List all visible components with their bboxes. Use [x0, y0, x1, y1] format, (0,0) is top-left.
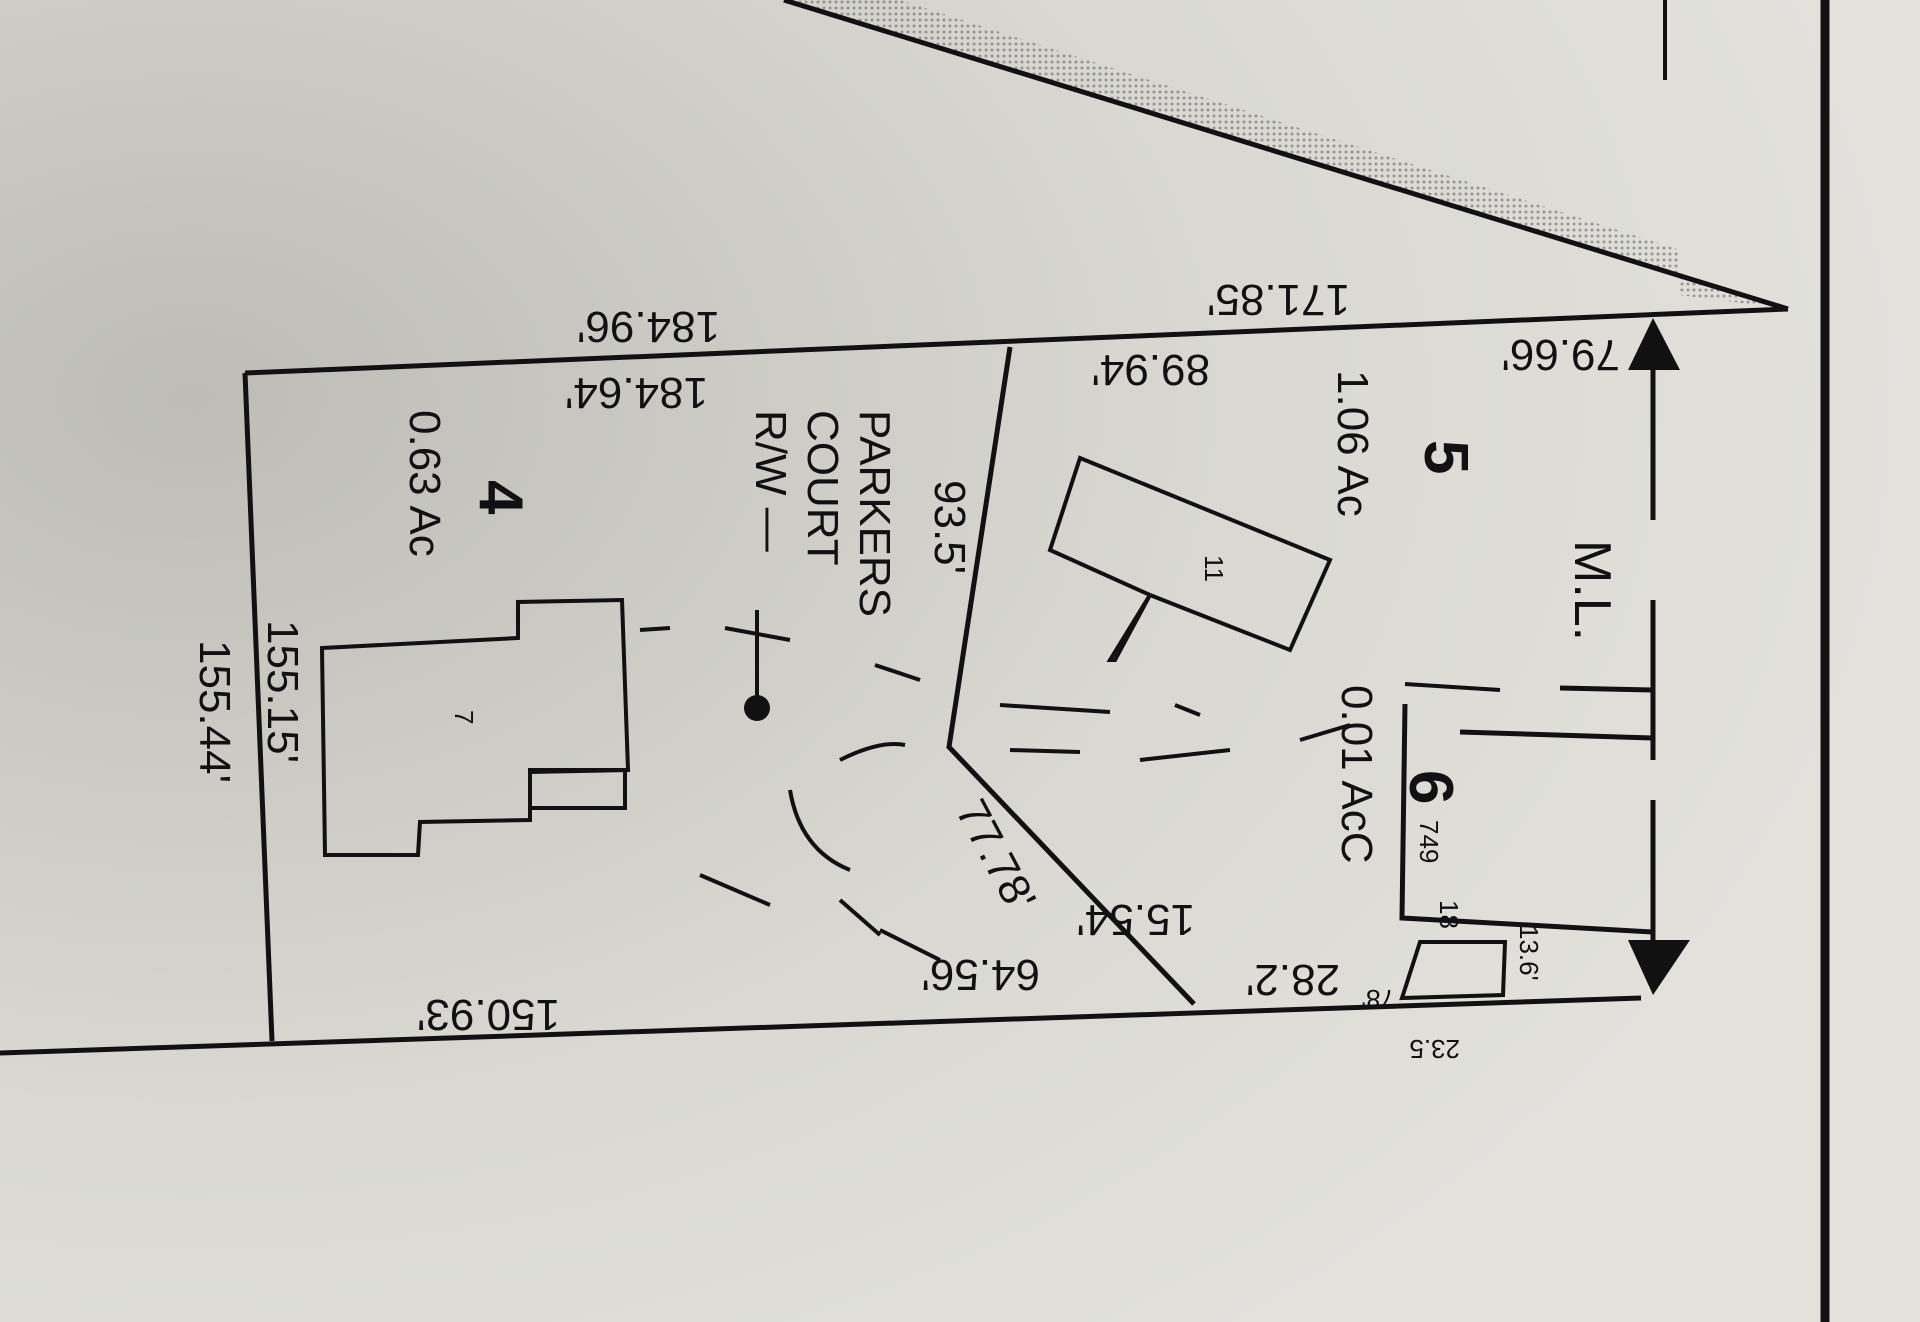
- lot6-number: 6: [1396, 770, 1465, 804]
- lot4-area: 0.63 Ac: [400, 410, 449, 557]
- label-top-right: 171.85': [1207, 275, 1350, 324]
- label-row-width: 93.5': [925, 480, 974, 574]
- lot4-house-number: 7: [449, 710, 479, 724]
- label-top-outer: 184.96': [577, 302, 720, 351]
- lot4-garage: [528, 768, 627, 810]
- label-small-b: 78': [1361, 984, 1395, 1014]
- label-lot5-top: 89.94': [1091, 345, 1210, 394]
- lot4-left-boundary: [242, 372, 275, 1042]
- lot5-house-number: 11: [1199, 555, 1229, 582]
- road-name-line1: PARKERS: [850, 410, 899, 617]
- arrow-up-icon: [1628, 318, 1680, 370]
- diagonal-boundary: [783, 0, 1789, 312]
- bottom-boundary: [0, 995, 1642, 1056]
- arrow-down-icon: [1628, 940, 1690, 995]
- ml-label: M.L.: [1563, 540, 1621, 641]
- ml-tick: [1459, 729, 1654, 741]
- driveway-marks: [639, 626, 1501, 962]
- lot5-area: 1.06 Ac: [1328, 370, 1377, 517]
- lot5-house: [1047, 455, 1333, 662]
- road-name-line2: COURT: [798, 410, 847, 566]
- label-small-a: 13.6': [1514, 925, 1544, 981]
- label-small-e: 749: [1414, 820, 1444, 863]
- label-top-inner: 184.64': [565, 368, 708, 417]
- label-lot6-bottom: 28.2': [1246, 955, 1340, 1004]
- road-name-line3: R/W —: [746, 410, 795, 552]
- ml-tick: [1559, 685, 1654, 693]
- label-lot6-side: 15.54': [1076, 895, 1195, 944]
- label-bottom-left: 150.93': [417, 990, 560, 1039]
- label-bottom-mid: 64.56': [921, 950, 1040, 999]
- lot6-shed: [1399, 940, 1508, 1001]
- lot4-lot5-divider: [946, 346, 1196, 1006]
- label-small-d: 18: [1434, 900, 1464, 929]
- lot6-area: 0.01 AcC: [1332, 685, 1381, 864]
- label-small-c: 23.5: [1409, 1034, 1460, 1064]
- label-left-outer: 155.44': [190, 640, 239, 783]
- lot5-number: 5: [1411, 440, 1480, 474]
- label-left-inner: 155.15': [258, 620, 307, 763]
- lot4-number: 4: [466, 480, 535, 515]
- top-boundary: [244, 306, 1789, 376]
- label-lot5-corner: 79.66': [1501, 330, 1620, 379]
- lot6-boundary: [1399, 703, 1654, 935]
